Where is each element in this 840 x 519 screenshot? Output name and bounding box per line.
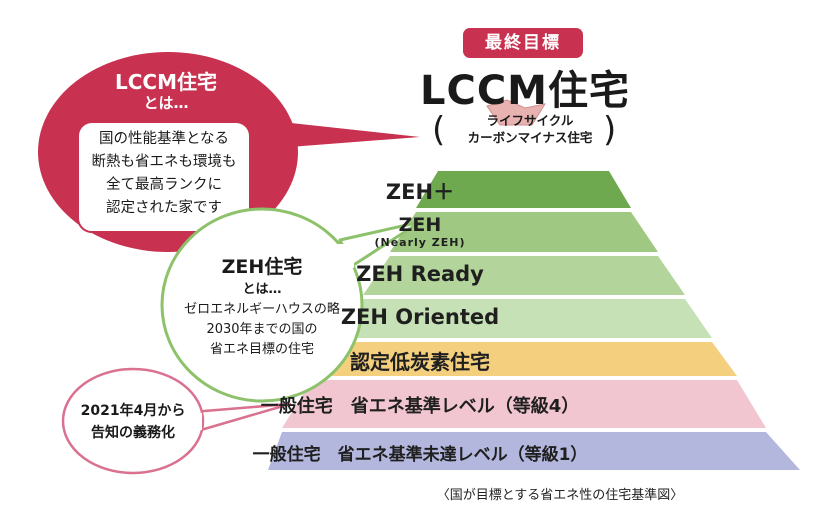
paren-open: (: [432, 110, 446, 150]
tier-zeh-ready-shape: [363, 256, 685, 295]
tier-zeh-plus-label: ZEH＋: [385, 180, 455, 204]
goal-badge: 最終目標: [463, 28, 583, 58]
tier-grade4-label: 一般住宅 省エネ基準レベル（等級4）: [260, 396, 580, 417]
tier-zeh-oriented-label: ZEH Oriented: [340, 305, 500, 329]
bubble-zeh-line: ゼロエネルギーハウスの略: [184, 302, 340, 317]
tier-low-carbon-shape: [312, 342, 737, 376]
bubble-lccm-subtitle: とは…: [143, 94, 189, 112]
tier-zeh-label: ZEH: [398, 214, 442, 236]
bubble-zeh-subtitle: とは…: [242, 282, 282, 297]
bubble-lccm-body: 国の性能基準となる 断熱も省エネも環境も 全て最高ランクに 認定された家です: [78, 128, 250, 220]
diagram-caption: 〈国が目標とする省エネ性の住宅基準図〉: [436, 488, 684, 503]
tier-zeh-shape: [390, 212, 658, 252]
lccm-sub-line1: ライフサイクル: [486, 113, 574, 128]
bubble-lccm-line: 国の性能基準となる: [98, 131, 230, 147]
tier-grade1-shape: [268, 432, 800, 470]
tier-zeh-oriented-shape: [336, 299, 712, 338]
paren-close: ): [603, 110, 617, 150]
bubble-zeh-line: 省エネ目標の住宅: [209, 342, 314, 357]
lccm-title: LCCM住宅: [419, 68, 630, 114]
bubble-zeh-shape: [160, 207, 422, 403]
bubble-lccm-line: 全て最高ランクに: [106, 177, 222, 193]
bubble-2021-line: 2021年4月から: [80, 403, 186, 419]
tier-low-carbon-label: 認定低炭素住宅: [350, 350, 490, 374]
bubble-zeh-line: 2030年までの国の: [206, 322, 318, 337]
tier-zeh-plus-shape: [416, 171, 631, 208]
bubble-zeh-title: ZEH住宅: [221, 256, 303, 278]
lccm-subtitle: ライフサイクル カーボンマイナス住宅: [450, 112, 610, 146]
bubble-lccm-line: 認定された家です: [106, 200, 222, 216]
tier-zeh-ready-label: ZEH Ready: [356, 262, 484, 286]
pyramid-peak: [486, 99, 547, 126]
bubble-lccm-shape: [38, 52, 420, 252]
tier-zeh-sublabel: (Nearly ZEH): [374, 236, 466, 249]
tier-grade4-shape: [282, 380, 766, 428]
bubble-2021-body: 2021年4月から 告知の義務化: [70, 400, 196, 444]
bubble-zeh-body: ゼロエネルギーハウスの略 2030年までの国の 省エネ目標の住宅: [164, 300, 360, 360]
tier-grade1-label: 一般住宅 省エネ基準未達レベル（等級1）: [252, 445, 588, 465]
bubble-lccm-title: LCCM住宅: [114, 70, 217, 94]
bubble-2021-line: 告知の義務化: [91, 425, 175, 441]
bubble-lccm-line: 断熱も省エネも環境も: [91, 154, 237, 170]
bubble-2021-shape: [61, 367, 292, 475]
lccm-sub-line2: カーボンマイナス住宅: [467, 130, 593, 145]
